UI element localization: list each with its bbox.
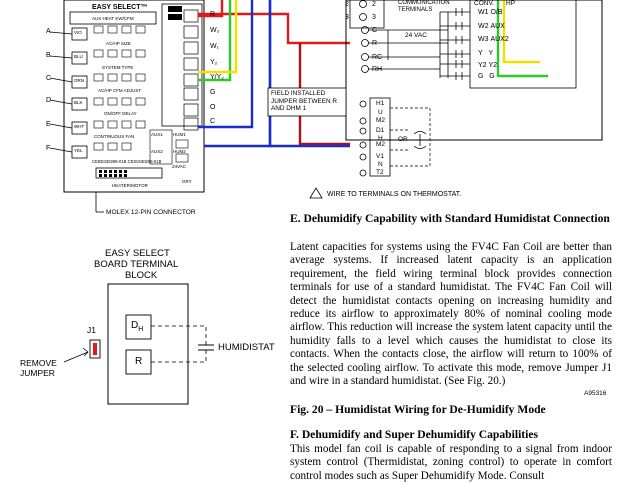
therm-row-w1: W1 O/B [478,9,503,16]
comm-num-3: 3 [345,14,349,21]
gry-label: GRY [182,179,192,184]
fig20-dh-label: DH [131,320,144,334]
fig20-j1-jumper [89,339,101,359]
control-board-outline [63,0,205,193]
fig20-title-1: EASY SELECT [105,248,170,259]
dehum-t2: T2 [376,169,384,176]
board-terminal-w1: W₁ [210,43,219,50]
wire-code-c: ORN [74,78,84,83]
wire-letter-c: C [46,75,52,82]
heater-motor-label: HEATER/MOTOR [112,183,148,188]
wire-blue-to-m2 [268,0,350,148]
wire-letter-d: D [46,97,52,104]
wire-code-f: YEL [74,148,83,153]
board-terminal-y2: Y₂ [210,59,218,66]
wire-yellow [198,0,238,74]
ac-hp-size-label: AC/HP SIZE [106,41,131,46]
wire-letter-e: E [46,121,51,128]
fig20-dh-terminal [125,314,152,340]
wire-letter-b: B [46,52,51,59]
fig20-ref: A95316 [584,390,607,397]
dehum-terminal-block [369,97,391,177]
dehum-h1: H1 [376,100,385,107]
ac-hp-cfm-label: AC/HP CFM ADJUST [98,88,142,93]
wire-code-d: BLK [74,100,83,105]
board-terminal-y-y2: Y/Y₂ [210,74,224,81]
board-terminal-r: R [210,11,216,18]
conv-label: CONV. [474,0,494,7]
terminal-rh: RH [372,66,383,73]
easy-select-label: EASY SELECT™ [92,4,148,11]
dehum-n: N [378,161,383,168]
fig20-r-label: R [135,356,143,367]
dehum-u: U [378,109,383,116]
therm-row-w2: W2 AUX [478,23,505,30]
hum1-label: HUM1 [173,132,186,137]
terminal-c: C [372,27,378,34]
fig20-terminal-block [107,283,189,405]
field-jumper-box [267,87,347,117]
fig20-title-2: BOARD TERMINAL [94,259,179,270]
fig20-remove-jumper: REMOVE JUMPER [20,358,57,378]
terminal-rc: RC [372,54,383,61]
board-terminal-w2: W₂ [210,27,220,34]
section-e-heading: E. Dehumidify Capability with Standard H… [290,212,610,225]
section-f-heading: F. Dehumidify and Super Dehumidify Capab… [290,428,539,441]
wire-green [198,0,232,82]
board-terminal-o: O [210,104,216,111]
fig20-title-3: BLOCK [125,270,158,281]
dehum-m2b: M2 [376,141,386,148]
wire-code-a: VIO [74,30,82,35]
system-type-label: SYSTEM TYPE [102,65,134,70]
section-e-body: Latent capacities for systems using the … [290,241,612,388]
section-f-body: This model fan coil is capable of respon… [290,443,612,482]
terminal-3: 3 [372,14,376,21]
warning-note: WIRE TO TERMINALS ON THERMOSTAT. [327,191,462,198]
wire-code-b: BLU [74,54,83,59]
molex-connector [95,167,163,179]
fig20-caption: Fig. 20 – Humidistat Wiring for De-Humid… [290,403,546,416]
hum2-label: HUM2 [173,149,186,154]
on-off-delay-label: ON/OFF DELAY [104,111,137,116]
board-terminal-c: C [210,118,216,125]
therm-row-g: G G [478,73,495,80]
aux2-label: AUX2 [151,149,163,154]
dehum-m2a: M2 [376,117,386,124]
vac-label: 24VAC [172,164,186,169]
aux1-label: AUX1 [151,132,163,137]
terminal-r: R [372,40,378,47]
wire-letter-a: A [46,28,51,35]
fig20-humidistat-label: HUMIDISTAT [218,342,275,353]
thermostat-block [345,0,603,141]
dehum-v1: V1 [376,153,384,160]
fig20-j1-label: J1 [87,325,96,335]
wire-green-right [496,0,548,78]
comm-num-2: 2 [345,1,349,8]
board-terminal-g: G [210,89,216,96]
dehum-h: H [378,135,383,142]
field-jumper-label: FIELD INSTALLED JUMPER BETWEEN R AND DHM… [271,90,338,113]
wire-red [198,0,224,18]
therm-row-w3: W3 AUX2 [478,36,509,43]
continuous-fan-label: CONTINUOUS FAN [94,134,135,139]
terminal-2: 2 [372,1,376,8]
wire-letter-f: F [46,145,51,152]
wire-red-r [198,12,350,45]
aux-heat-label: AUX HEAT KW/CFM [92,16,134,21]
hp-label: HP [506,0,516,7]
wire-code-e: WHT [74,124,85,129]
part-number-label: CEBD430296-01B CES0430296-01B [92,159,162,164]
wire-blue [198,0,254,129]
comm-terminals-label: COMMUNICATION TERMINALS [398,0,450,13]
molex-label: MOLEX 12-PIN CONNECTOR [106,209,196,216]
therm-row-y2: Y2 Y2 [478,62,498,69]
therm-row-y: Y Y [478,50,494,57]
warning-triangle-icon [309,187,323,199]
wire-yellow-right [502,0,540,64]
dehum-or: OR [398,136,408,143]
vac-24-label: 24 VAC [405,32,427,39]
wire-red-jumper [298,43,350,146]
dehum-d1: D1 [376,127,385,134]
